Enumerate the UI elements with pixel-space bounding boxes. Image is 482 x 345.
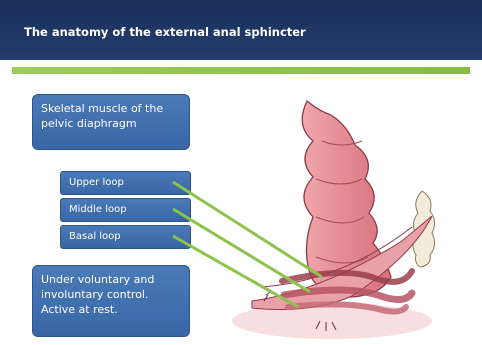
upper-loop-leader: [173, 182, 322, 277]
middle-loop-leader: [173, 209, 310, 292]
